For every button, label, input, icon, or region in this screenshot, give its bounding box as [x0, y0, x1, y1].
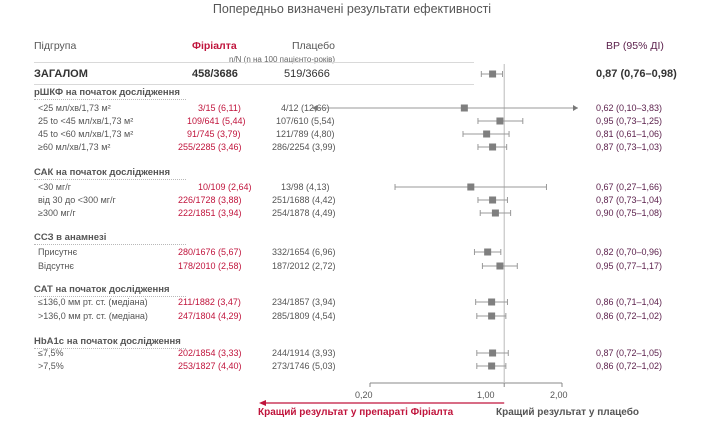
- group-label: ССЗ в анамнезі: [34, 232, 107, 243]
- overall-drug-value: 458/3686: [192, 68, 238, 80]
- row-label: 25 to <45 мл/хв/1,73 м²: [38, 116, 134, 126]
- row-label: >136,0 мм рт. ст. (медіана): [38, 311, 148, 321]
- row-placebo-value: 244/1914 (3,93): [272, 348, 336, 358]
- row-ci-value: 0,90 (0,75–1,08): [596, 208, 663, 218]
- row-drug-value: 247/1804 (4,29): [178, 311, 242, 321]
- subgroup-point-marker: [489, 143, 497, 151]
- x-tick-label: 0,20: [355, 390, 373, 400]
- group-label: HbA1c на початок дослідження: [34, 336, 181, 347]
- subgroup-point-marker: [483, 130, 491, 138]
- subgroup-point-arrow-right: [573, 105, 578, 111]
- row-placebo-value: 121/789 (4,80): [276, 129, 335, 139]
- x-tick-label: 1,00: [477, 390, 495, 400]
- group-underline: [34, 296, 186, 297]
- row-placebo-value: 4/12 (12,66): [281, 103, 330, 113]
- group-underline: [34, 99, 186, 100]
- row-ci-value: 0,82 (0,70–0,96): [596, 247, 663, 257]
- row-ci-value: 0,95 (0,73–1,25): [596, 116, 663, 126]
- x-tick-label: 2,00: [550, 390, 568, 400]
- subgroup-point-marker: [460, 104, 468, 112]
- row-drug-value: 226/1728 (3,88): [178, 195, 242, 205]
- subgroup-point-marker: [488, 362, 496, 370]
- group-label: САТ на початок дослідження: [34, 284, 170, 295]
- row-label: Відсутнє: [38, 261, 74, 271]
- row-label: ≤7,5%: [38, 348, 64, 358]
- row-drug-value: 3/15 (6,11): [198, 103, 241, 113]
- row-label: >7,5%: [38, 361, 64, 371]
- row-label: <30 мг/г: [38, 182, 72, 192]
- row-drug-value: 91/745 (3,79): [187, 129, 241, 139]
- placebo-header: Плацебо: [292, 40, 335, 52]
- row-drug-value: 202/1854 (3,33): [178, 348, 242, 358]
- overall-ci-value: 0,87 (0,76–0,98): [596, 68, 677, 80]
- subgroup-point-marker: [467, 183, 475, 191]
- drug-header: Фіріалта: [192, 40, 237, 52]
- row-drug-value: 109/641 (5,44): [187, 116, 246, 126]
- row-ci-value: 0,86 (0,72–1,02): [596, 311, 663, 321]
- row-ci-value: 0,86 (0,71–1,04): [596, 297, 663, 307]
- row-ci-value: 0,87 (0,72–1,05): [596, 348, 663, 358]
- row-label: 45 to <60 мл/хв/1,73 м²: [38, 129, 134, 139]
- row-drug-value: 253/1827 (4,40): [178, 361, 242, 371]
- row-placebo-value: 332/1654 (6,96): [272, 247, 336, 257]
- row-drug-value: 10/109 (2,64): [198, 182, 252, 192]
- group-underline: [34, 179, 186, 180]
- row-label: ≥300 мг/г: [38, 208, 76, 218]
- chart-title: Попередньо визначені результати ефективн…: [212, 2, 492, 16]
- subgroup-point-marker: [489, 349, 497, 357]
- row-ci-value: 0,87 (0,73–1,03): [596, 142, 663, 152]
- subgroup-point-marker: [491, 209, 499, 217]
- row-drug-value: 211/1882 (3,47): [178, 297, 241, 307]
- overall-point-marker: [489, 70, 497, 78]
- row-ci-value: 0,81 (0,61–1,06): [596, 129, 663, 139]
- group-label: рШКФ на початок дослідження: [34, 87, 180, 98]
- row-label: ≤136,0 мм рт. ст. (медіана): [38, 297, 148, 307]
- row-placebo-value: 13/98 (4,13): [281, 182, 330, 192]
- row-placebo-value: 234/1857 (3,94): [272, 297, 336, 307]
- row-placebo-value: 187/2012 (2,72): [272, 261, 336, 271]
- overall-label: ЗАГАЛОМ: [34, 68, 88, 80]
- row-placebo-value: 251/1688 (4,42): [272, 195, 336, 205]
- subgroup-point-arrow-left: [312, 105, 318, 111]
- overall-placebo-value: 519/3666: [284, 68, 330, 80]
- subgroup-point-marker: [488, 298, 496, 306]
- row-ci-value: 0,62 (0,10–3,83): [596, 103, 663, 113]
- row-placebo-value: 285/1809 (4,54): [272, 311, 336, 321]
- row-drug-value: 178/2010 (2,58): [178, 261, 242, 271]
- subgroup-point-marker: [488, 312, 496, 320]
- header-divider: [34, 62, 474, 63]
- row-placebo-value: 254/1878 (4,49): [272, 208, 336, 218]
- group-underline: [34, 348, 186, 349]
- row-placebo-value: 273/1746 (5,03): [272, 361, 336, 371]
- subgroup-point-marker: [496, 262, 504, 270]
- subgroup-point-marker: [484, 248, 492, 256]
- row-ci-value: 0,95 (0,77–1,17): [596, 261, 663, 271]
- row-ci-value: 0,67 (0,27–1,66): [596, 182, 663, 192]
- favors-placebo-label: Кращий результат у плацебо: [496, 407, 640, 418]
- favors-drug-label: Кращий результат у препараті Фіріалта: [258, 407, 454, 418]
- units-header: n/N (n на 100 пацієнто-років): [229, 55, 336, 64]
- row-drug-value: 255/2285 (3,46): [178, 142, 242, 152]
- row-label: <25 мл/хв/1,73 м²: [38, 103, 111, 113]
- hr-header: ВР (95% ДІ): [606, 40, 664, 52]
- row-label: ≥60 мл/хв/1,73 м²: [38, 142, 111, 152]
- overall-divider: [34, 84, 474, 85]
- row-placebo-value: 286/2254 (3,99): [272, 142, 336, 152]
- subgroup-point-marker: [489, 196, 497, 204]
- row-label: Присутнє: [38, 247, 78, 257]
- row-placebo-value: 107/610 (5,54): [276, 116, 335, 126]
- subgroup-point-marker: [496, 117, 504, 125]
- group-label: САК на початок дослідження: [34, 167, 171, 178]
- row-drug-value: 222/1851 (3,94): [178, 208, 242, 218]
- group-underline: [34, 244, 186, 245]
- row-label: від 30 до <300 мг/г: [38, 195, 116, 205]
- subgroup-header: Підгрупа: [34, 40, 77, 52]
- row-ci-value: 0,86 (0,72–1,02): [596, 361, 663, 371]
- row-drug-value: 280/1676 (5,67): [178, 247, 242, 257]
- row-ci-value: 0,87 (0,73–1,04): [596, 195, 663, 205]
- favors-arrow-head: [259, 400, 266, 406]
